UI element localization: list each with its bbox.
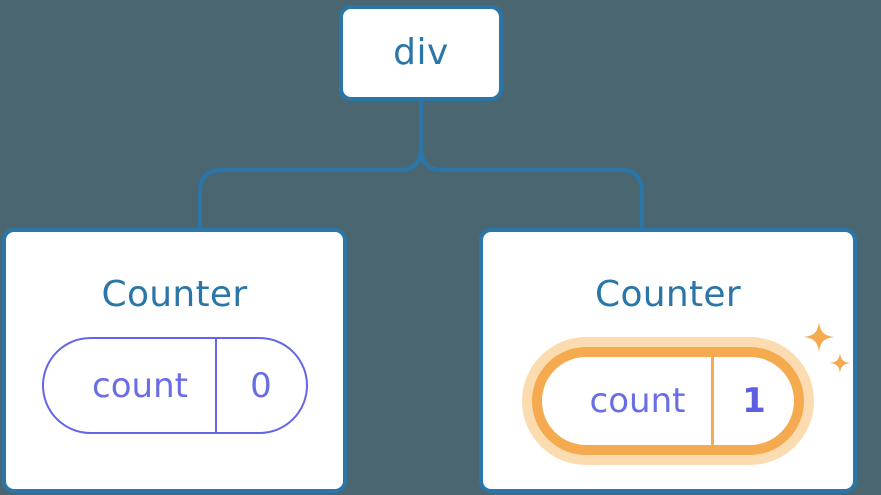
state-pill-left-value: 0 xyxy=(250,365,272,406)
state-pill-right[interactable]: count 1 xyxy=(532,347,804,455)
node-counter-right-label: Counter xyxy=(595,274,741,315)
node-counter-left-label: Counter xyxy=(101,274,248,315)
state-pill-right-value: 1 xyxy=(742,381,766,421)
state-pill-left[interactable]: count 0 xyxy=(41,337,308,434)
state-pill-right-glow: count 1 xyxy=(522,337,814,465)
node-counter-left[interactable]: Counter count 0 xyxy=(2,228,347,493)
state-pill-left-wrap: count 0 xyxy=(41,337,308,434)
state-pill-right-wrap: count 1 xyxy=(522,337,814,465)
state-pill-right-key: count xyxy=(589,381,686,421)
state-pill-left-value-cell: 0 xyxy=(217,339,306,432)
state-pill-left-key-cell: count xyxy=(44,339,217,432)
state-pill-right-value-cell: 1 xyxy=(714,357,794,445)
node-root-div[interactable]: div xyxy=(339,5,503,101)
node-counter-right[interactable]: Counter count 1 xyxy=(479,228,857,493)
state-pill-left-key: count xyxy=(92,365,188,406)
state-pill-right-key-cell: count xyxy=(542,357,714,445)
node-root-label: div xyxy=(393,32,449,73)
